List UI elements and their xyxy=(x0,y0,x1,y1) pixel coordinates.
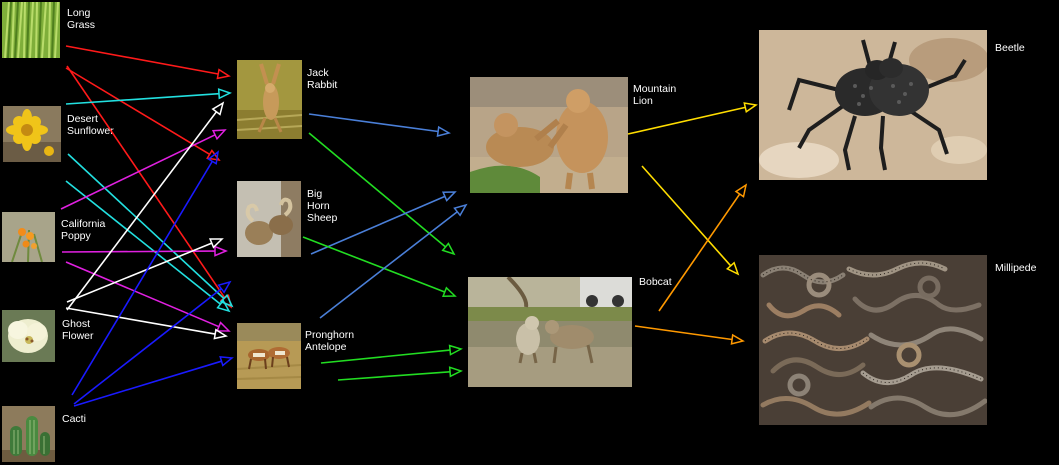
arrowhead-25 xyxy=(730,333,745,345)
pronghorn-antelope-label: Pronghorn Antelope xyxy=(305,329,355,353)
arrowhead-19 xyxy=(453,203,468,217)
arrowhead-22 xyxy=(743,102,758,114)
arrowhead-0 xyxy=(216,68,231,80)
arrowhead-12 xyxy=(207,150,220,165)
arrow-cacti-to-pronghorn-antelope xyxy=(73,360,222,407)
arrow-pronghorn-antelope-to-mountain-lion xyxy=(319,211,458,319)
arrowhead-18 xyxy=(441,286,457,297)
long-grass-label: Long Grass xyxy=(67,7,96,31)
millipede-photo xyxy=(759,255,987,425)
desert-sunflower-photo xyxy=(3,106,61,162)
arrow-long-grass-to-pronghorn-antelope xyxy=(66,65,226,299)
arrow-bobcat-to-beetle xyxy=(658,193,741,312)
arrow-california-poppy-to-jack-rabbit xyxy=(60,134,216,210)
arrow-cacti-to-big-horn-sheep xyxy=(71,160,213,396)
arrow-bobcat-to-millipede xyxy=(634,325,733,341)
arrow-california-poppy-to-big-horn-sheep xyxy=(61,250,216,253)
bobcat-label: Bobcat xyxy=(639,276,672,288)
arrowhead-20 xyxy=(448,344,463,356)
arrowhead-13 xyxy=(217,280,232,294)
bobcat-photo xyxy=(468,277,632,387)
arrow-ghost-flower-to-jack-rabbit xyxy=(66,111,218,311)
arrow-big-horn-sheep-to-bobcat xyxy=(302,236,445,293)
arrowhead-9 xyxy=(211,101,225,116)
jack-rabbit-label: Jack Rabbit xyxy=(307,67,338,91)
arrowhead-4 xyxy=(219,293,234,308)
arrowhead-6 xyxy=(211,129,227,141)
ghost-flower-photo xyxy=(2,310,55,362)
cacti-photo xyxy=(2,406,55,462)
ghost-flower-label: Ghost Flower xyxy=(62,318,94,342)
arrowhead-16 xyxy=(441,242,456,256)
arrow-long-grass-to-jack-rabbit xyxy=(65,45,219,75)
california-poppy-photo xyxy=(2,212,55,262)
big-horn-sheep-label: Big Horn Sheep xyxy=(307,188,338,224)
california-poppy-label: California Poppy xyxy=(61,218,106,242)
arrowhead-21 xyxy=(448,366,463,378)
arrowhead-11 xyxy=(213,328,228,340)
arrow-desert-sunflower-to-pronghorn-antelope xyxy=(65,180,221,305)
arrow-cacti-to-pronghorn-antelope xyxy=(73,288,222,405)
arrowhead-24 xyxy=(734,183,748,198)
arrowhead-10 xyxy=(208,238,224,249)
arrow-long-grass-to-big-horn-sheep xyxy=(65,67,211,155)
arrow-jack-rabbit-to-mountain-lion xyxy=(308,113,439,133)
arrowhead-1 xyxy=(206,149,221,162)
millipede-label: Millipede xyxy=(995,262,1037,274)
arrowhead-3 xyxy=(217,88,232,100)
arrowhead-15 xyxy=(436,125,451,138)
arrowhead-14 xyxy=(219,356,234,367)
arrowhead-5 xyxy=(216,299,231,313)
mountain-lion-photo xyxy=(470,77,628,193)
arrowhead-2 xyxy=(219,294,233,309)
long-grass-photo xyxy=(2,2,60,58)
arrow-mountain-lion-to-millipede xyxy=(641,165,732,267)
mountain-lion-label: Mountain Lion xyxy=(633,83,677,107)
pronghorn-antelope-photo xyxy=(237,323,301,389)
arrowhead-23 xyxy=(725,261,740,276)
beetle-photo xyxy=(759,30,987,180)
arrow-pronghorn-antelope-to-bobcat xyxy=(337,371,451,381)
beetle-label: Beetle xyxy=(995,42,1025,54)
arrow-california-poppy-to-pronghorn-antelope xyxy=(65,261,220,328)
jack-rabbit-photo xyxy=(237,60,302,139)
arrow-desert-sunflower-to-jack-rabbit xyxy=(65,92,220,105)
arrow-mountain-lion-to-beetle xyxy=(627,106,746,135)
arrowhead-7 xyxy=(214,245,228,257)
big-horn-sheep-photo xyxy=(237,181,301,257)
arrowhead-17 xyxy=(441,191,457,202)
arrowhead-8 xyxy=(215,321,231,332)
desert-sunflower-label: Desert Sunflower xyxy=(67,113,114,137)
cacti-label: Cacti xyxy=(62,413,86,425)
arrow-ghost-flower-to-big-horn-sheep xyxy=(66,242,213,303)
